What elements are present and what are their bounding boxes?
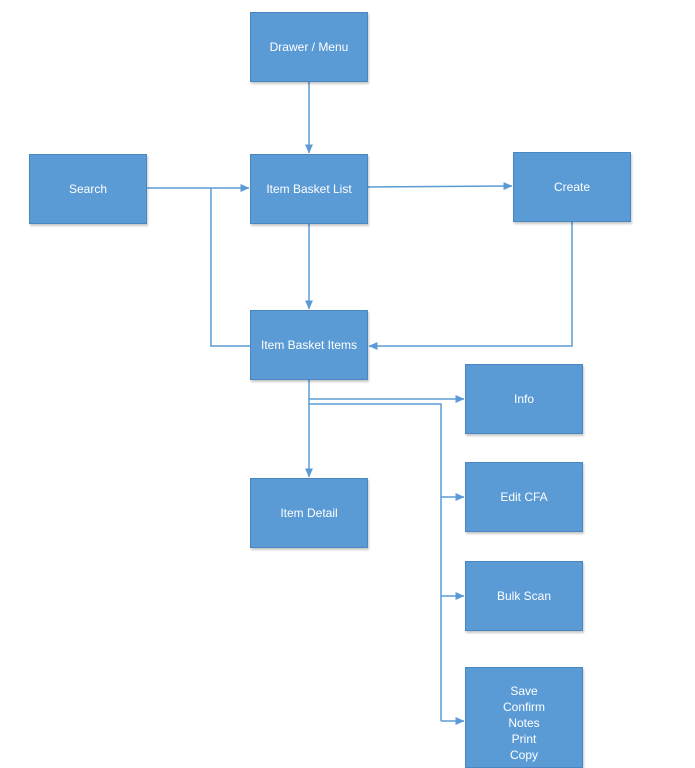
drawer-menu-label: Drawer / Menu <box>269 40 349 54</box>
item-basket-list-label: Item Basket List <box>266 182 352 196</box>
item-detail-label: Item Detail <box>280 506 338 520</box>
bulk-scan-label: Bulk Scan <box>496 589 552 603</box>
action-print-label: Print <box>511 732 537 746</box>
action-copy-label: Copy <box>509 748 538 762</box>
info-label: Info <box>513 392 534 406</box>
create-label: Create <box>553 180 591 194</box>
edge-list-to-create <box>367 182 513 191</box>
item-basket-items-node[interactable]: Item Basket Items <box>250 310 368 380</box>
search-label: Search <box>68 182 108 196</box>
action-notes-label: Notes <box>508 716 540 730</box>
action-confirm-label: Confirm <box>502 700 545 714</box>
edge-items-back-to-list <box>210 188 250 347</box>
edge-create-to-items <box>368 222 573 350</box>
bulk-scan-node[interactable]: Bulk Scan <box>465 561 583 631</box>
item-basket-list-node[interactable]: Item Basket List <box>250 154 368 224</box>
search-node[interactable]: Search <box>29 154 147 224</box>
edge-items-to-branch <box>309 403 442 721</box>
edit-cfa-node[interactable]: Edit CFA <box>465 462 583 532</box>
edit-cfa-label: Edit CFA <box>500 490 548 504</box>
actions-node[interactable]: Save Confirm Notes Print Copy <box>465 667 583 768</box>
info-node[interactable]: Info <box>465 364 583 434</box>
action-save-label: Save <box>510 684 538 698</box>
item-detail-node[interactable]: Item Detail <box>250 478 368 548</box>
drawer-menu-node[interactable]: Drawer / Menu <box>250 12 368 82</box>
item-basket-items-label: Item Basket Items <box>260 338 358 352</box>
create-node[interactable]: Create <box>513 152 631 222</box>
